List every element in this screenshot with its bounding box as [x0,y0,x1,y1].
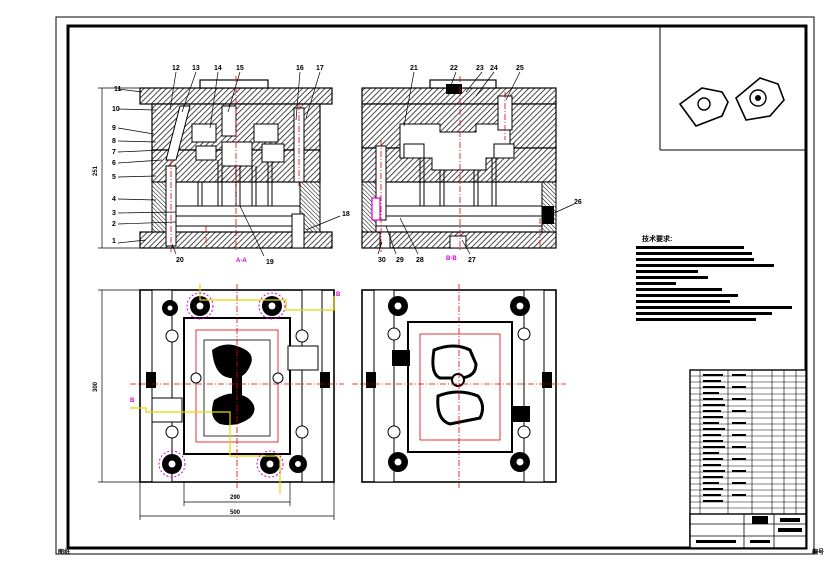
part-label: 11 [114,86,122,93]
sheet-border-outer [55,16,815,555]
part-label: 12 [172,65,180,72]
part-label: 18 [342,211,350,218]
part-label: 13 [192,65,200,72]
part-label: 30 [378,257,386,264]
callout-letter: B [130,398,135,404]
notes-title: 技术要求: [642,234,672,243]
part-label: 4 [112,196,116,203]
sheet-border-inner [66,24,808,550]
part-label: 16 [296,65,304,72]
section-view-a [98,71,341,257]
part-labels-b: 21 22 23 24 25 30 29 28 27 26 B-B [378,65,582,264]
part-label: 14 [214,65,222,72]
part-labels-a: 1 2 3 4 5 6 7 8 9 10 11 12 13 14 15 16 1… [93,65,350,266]
part-label: 19 [266,259,274,266]
part-label: 20 [176,257,184,264]
dimension-text: 500 [230,510,241,516]
part-label: 24 [490,65,498,72]
part-label: 5 [112,174,116,181]
callout-letter: B [336,292,341,298]
part-label: 10 [112,106,120,113]
part-label: 26 [574,199,582,206]
part-label: 1 [112,238,116,245]
section-view-b [361,71,575,255]
technical-notes: 技术要求: [636,234,792,321]
part-label: 22 [450,65,458,72]
plan-view-moving-half: B B [98,284,344,520]
section-label: B-B [446,256,457,262]
part-label: 17 [316,65,324,72]
isometric-preview [659,26,806,151]
dimension-labels: 300 290 500 [93,381,241,516]
dimension-text: 300 [93,381,99,392]
part-label: 27 [468,257,476,264]
part-label: 9 [112,125,116,132]
corner-label-left: 图纸 [58,548,70,556]
part-label: 21 [410,65,418,72]
dimension-text: 290 [230,495,241,501]
part-label: 6 [112,160,116,167]
part-label: 2 [112,221,116,228]
section-label: A-A [236,258,247,264]
part-label: 8 [112,138,116,145]
part-label: 15 [236,65,244,72]
part-label: 25 [516,65,524,72]
part-label: 23 [476,65,484,72]
corner-label-right: 编号 [812,548,824,556]
part-label: 3 [112,210,116,217]
part-label: 7 [112,149,116,156]
dimension-text: 251 [93,165,99,176]
part-label: 28 [416,257,424,264]
part-label: 29 [396,257,404,264]
plan-view-fixed-half [352,284,566,490]
parts-list-table [689,369,807,549]
